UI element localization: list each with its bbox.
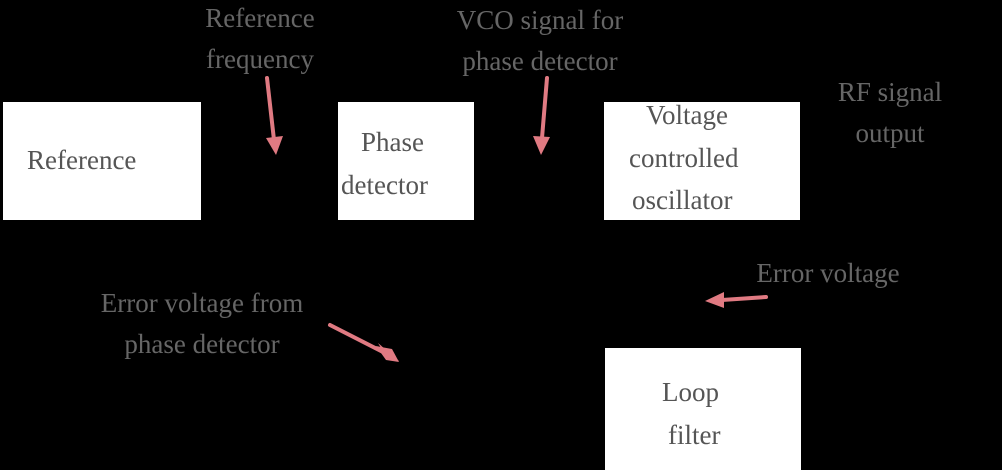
loop-filter-block: Loop filter [605,348,801,470]
reference-block: Reference [3,102,201,220]
vco-signal-label: VCO signal for phase detector [456,5,624,76]
reference-frequency-arrow-icon [265,76,283,155]
loop-filter-label-line1: Loop [662,377,719,407]
reference-frequency-label: Reference frequency [205,3,315,74]
loop-filter-label-line2: filter [668,420,721,450]
phase-detector-label-line2: detector [341,170,428,200]
reference-block-label: Reference [27,145,137,175]
phase-detector-block: Phase detector [338,102,474,220]
vco-label-line1: Voltage [646,100,728,130]
vco-block: Voltage controlled oscillator [604,100,800,220]
error-voltage-arrow-icon [705,292,768,308]
phase-detector-label-line1: Phase [361,127,424,157]
rf-output-label: RF signal output [837,77,943,148]
vco-signal-arrow-icon [533,76,550,155]
vco-label-line3: oscillator [632,185,733,215]
vco-label-line2: controlled [629,143,739,173]
error-voltage-from-pd-label: Error voltage from phase detector [100,288,304,359]
error-voltage-label: Error voltage [756,258,900,288]
